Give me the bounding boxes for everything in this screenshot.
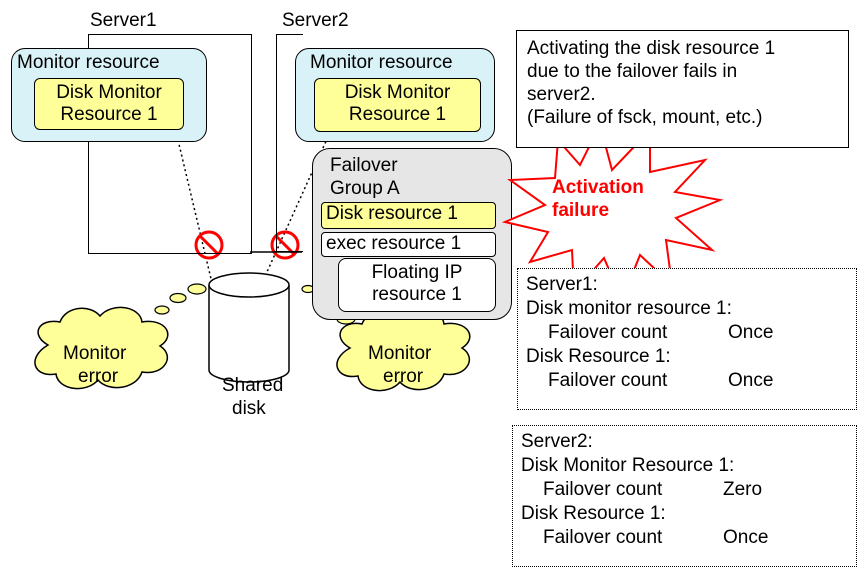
activation-failure-line1: Activation — [552, 177, 644, 198]
server2-status-box: Server2: Disk Monitor Resource 1: Failov… — [512, 425, 857, 567]
server2-res2-row: Failover count Once — [521, 526, 848, 550]
server1-disk-monitor-line2: Resource 1 — [60, 104, 158, 125]
server2-res2-title: Disk Resource 1: — [521, 503, 666, 524]
server2-res1-val: Zero — [723, 479, 763, 500]
exec-resource-1: exec resource 1 — [321, 232, 496, 257]
server1-res1-row: Failover count Once — [526, 321, 848, 345]
note-line4: (Failure of fsck, mount, etc.) — [527, 107, 763, 128]
server1-res2-key: Failover count — [548, 370, 668, 391]
disk-resource-1: Disk resource 1 — [321, 202, 496, 229]
server1-frame — [88, 34, 252, 254]
failure-note: Activating the disk resource 1 due to th… — [516, 30, 849, 148]
server2-disk-monitor-line1: Disk Monitor — [344, 82, 451, 103]
server2-disk-monitor-line2: Resource 1 — [348, 104, 447, 125]
server1-label: Server1 — [90, 10, 157, 31]
monitor-error-right-line2: error — [383, 366, 424, 387]
server1-disk-monitor-line1: Disk Monitor — [56, 82, 162, 103]
note-line2: due to the failover fails in — [527, 61, 738, 82]
server2-res2-val: Once — [723, 527, 769, 548]
server1-res2-title: Disk Resource 1: — [526, 346, 671, 367]
monitor-error-left-line2: error — [78, 366, 119, 387]
monitor-error-cloud-left — [34, 283, 207, 390]
server2-res1-key: Failover count — [543, 479, 663, 500]
activation-failure-line2: failure — [552, 200, 610, 221]
server2-disk-monitor-resource: Disk Monitor Resource 1 — [314, 78, 481, 132]
fip-line2: resource 1 — [372, 284, 462, 305]
monitor-error-right-line1: Monitor — [368, 343, 432, 364]
server2-res1-title: Disk Monitor Resource 1: — [521, 455, 735, 476]
floating-ip-resource-1: Floating IP resource 1 — [338, 258, 496, 312]
server1-res1-key: Failover count — [548, 322, 668, 343]
monitor-link-right — [261, 127, 333, 284]
server2-status-title: Server2: — [521, 431, 593, 452]
server1-res1-title: Disk monitor resource 1: — [526, 298, 732, 319]
server2-label: Server2 — [282, 10, 349, 31]
monitor-error-left-line1: Monitor — [63, 343, 127, 364]
server2-monitor-title: Monitor resource — [310, 52, 453, 73]
note-line3: server2. — [527, 84, 596, 105]
server1-res2-val: Once — [728, 370, 774, 391]
server1-status-box: Server1: Disk monitor resource 1: Failov… — [517, 268, 857, 410]
note-line1: Activating the disk resource 1 — [527, 38, 776, 59]
server2-res1-row: Failover count Zero — [521, 478, 848, 502]
shared-disk-line1: Shared — [222, 375, 284, 396]
prohibit-icon-left — [194, 230, 224, 260]
group-title-line2: Group A — [330, 178, 400, 199]
server1-res2-row: Failover count Once — [526, 369, 848, 393]
group-title-line1: Failover — [330, 155, 398, 176]
server1-res1-val: Once — [728, 322, 774, 343]
fip-line1: Floating IP — [371, 262, 463, 283]
shared-disk-line2: disk — [232, 398, 266, 419]
server1-monitor-title: Monitor resource — [17, 52, 160, 73]
server1-status-title: Server1: — [526, 274, 598, 295]
shared-disk-icon — [208, 272, 290, 383]
server2-res2-key: Failover count — [543, 527, 663, 548]
server1-disk-monitor-resource: Disk Monitor Resource 1 — [34, 78, 184, 130]
